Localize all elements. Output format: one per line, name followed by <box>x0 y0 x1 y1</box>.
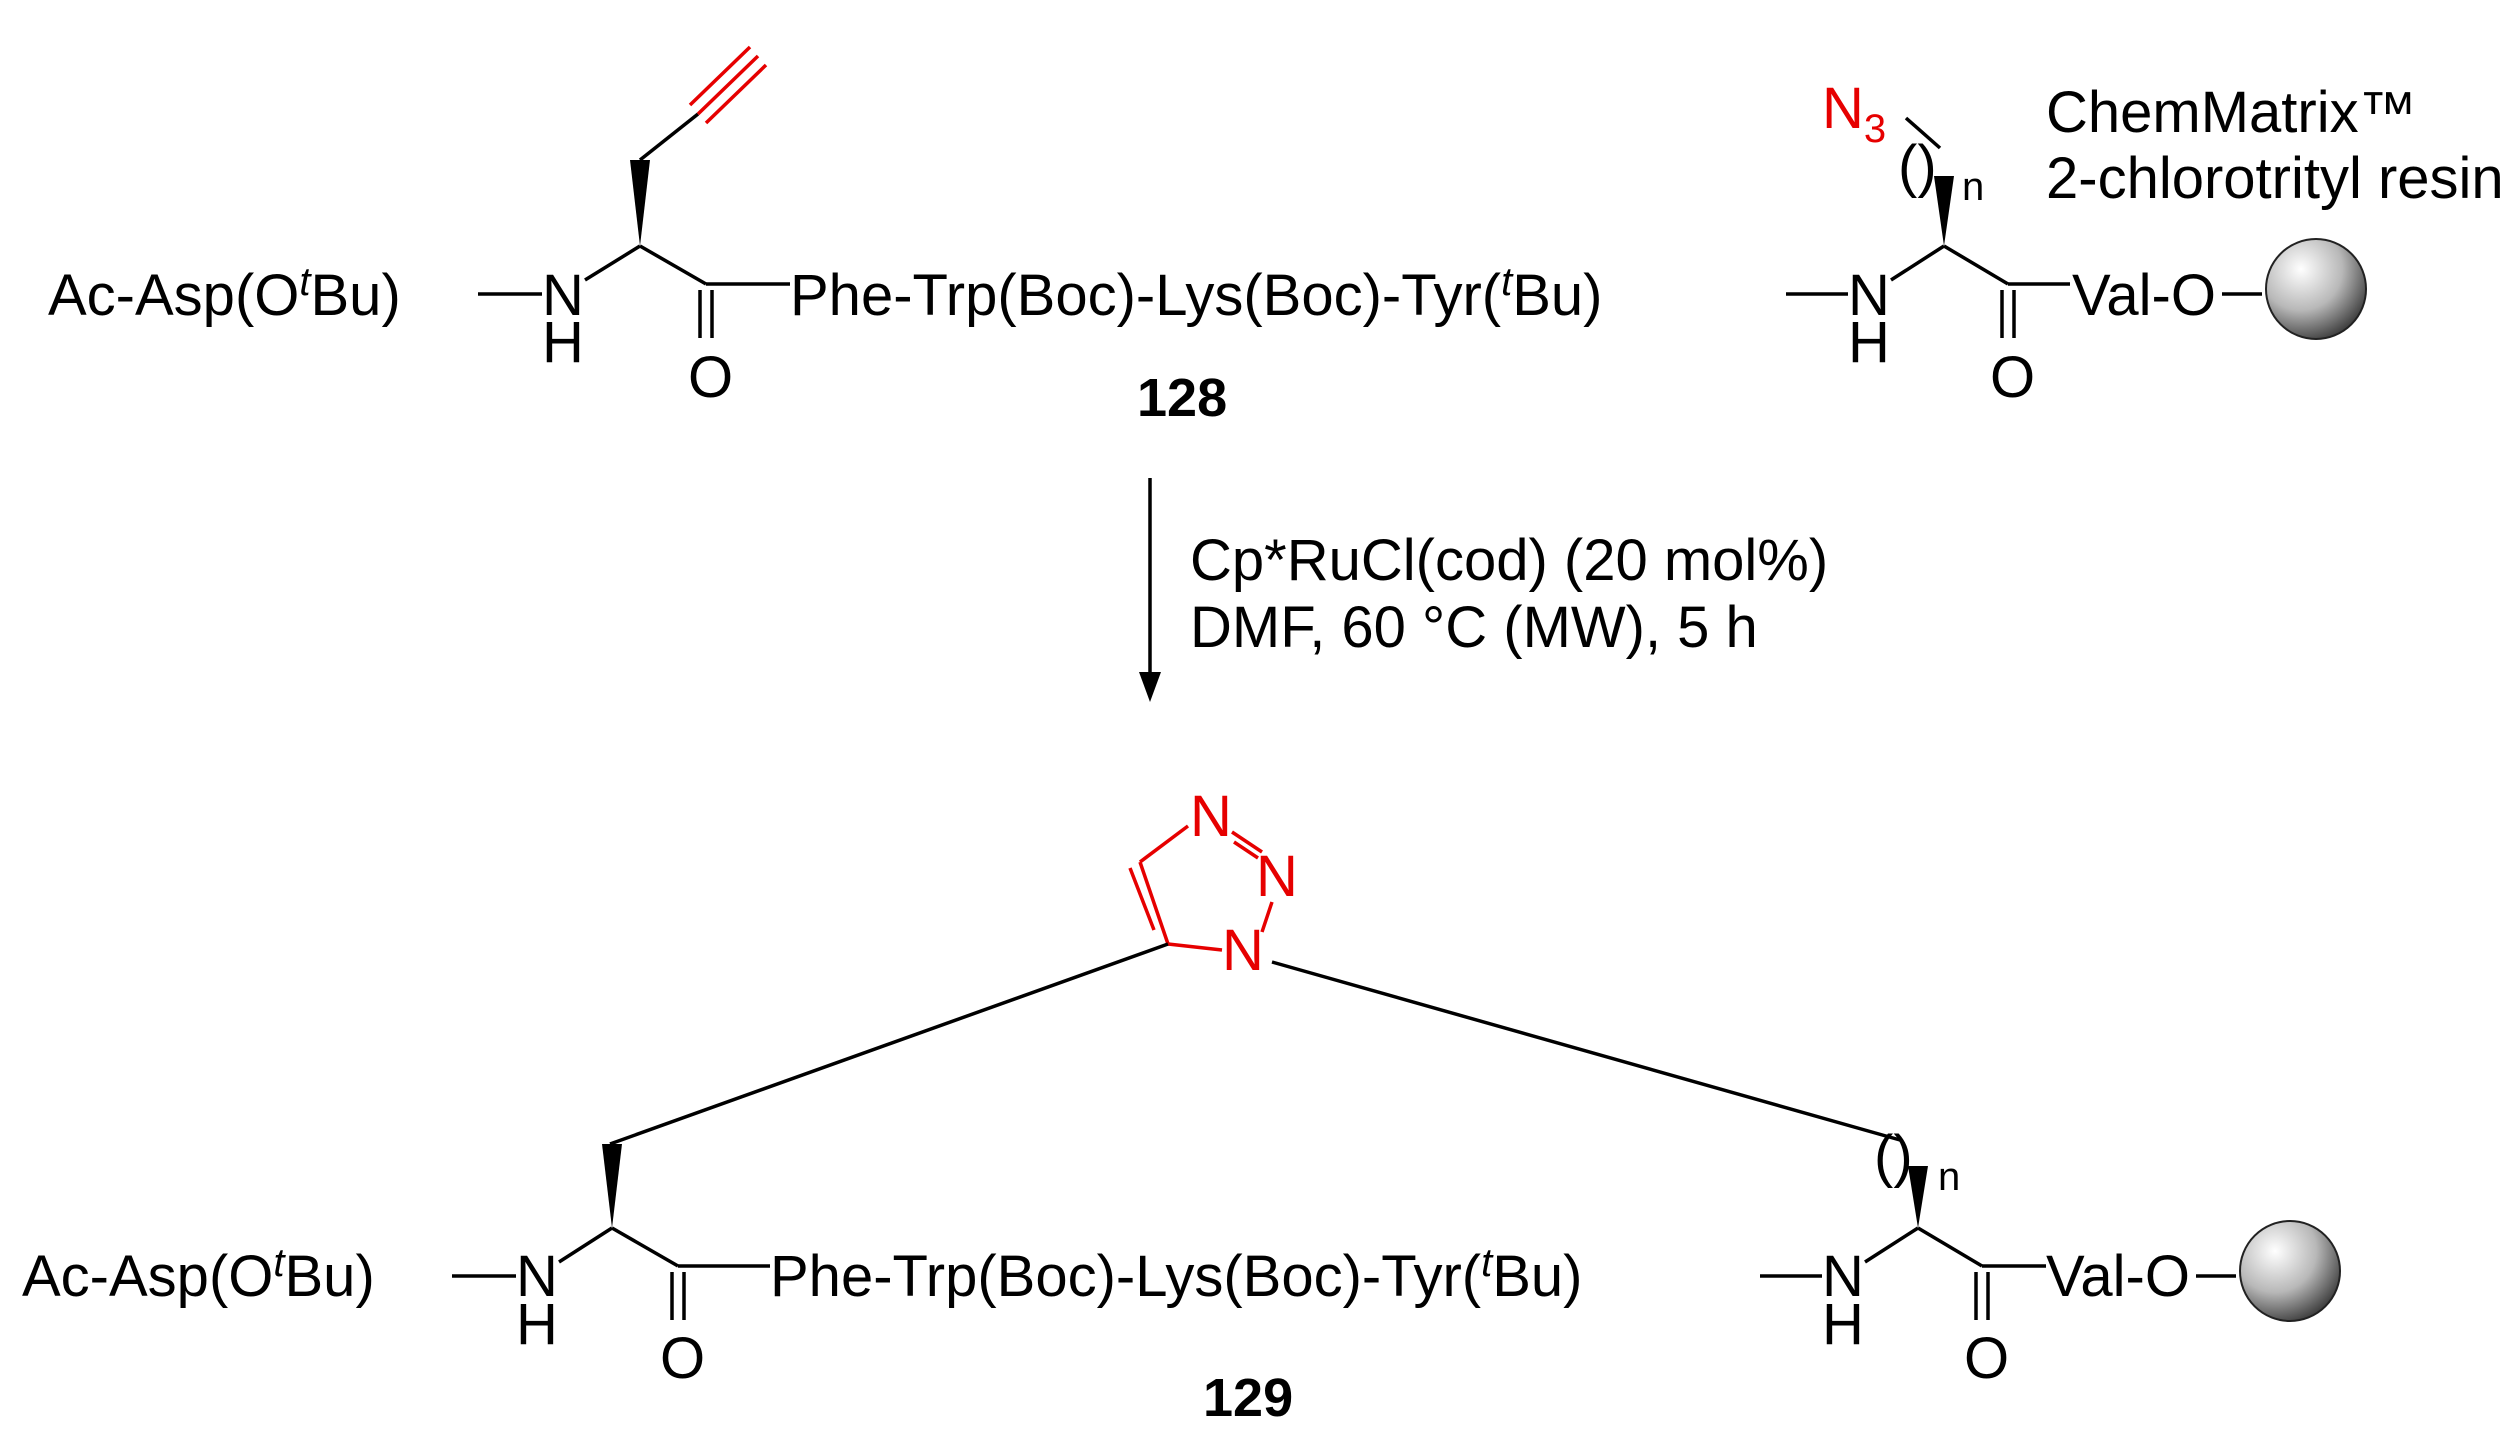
compound-number-129: 129 <box>1203 1368 1293 1428</box>
azide-label: N3 <box>1822 76 1886 151</box>
product-repeat-bracket: () <box>1874 1124 1913 1189</box>
triazole-n2: N <box>1256 844 1298 909</box>
bond <box>1890 244 1945 282</box>
product-129: N N N Ac-Asp(OtBu) N H O Phe-Trp(Boc)-Ly… <box>22 784 2341 1428</box>
wedge-bond <box>602 1144 622 1228</box>
reactant-128: Ac-Asp(OtBu) N H O Phe-Trp(Boc)-Lys(Boc)… <box>48 45 2504 428</box>
product-carbonyl2-o: O <box>1964 1326 2009 1391</box>
reactant-c-terminal: Val-O <box>2072 263 2216 328</box>
resin-bead <box>2265 238 2367 340</box>
product-nh2-n: N <box>1822 1244 1864 1309</box>
triazole-n3: N <box>1222 918 1264 983</box>
product-n-terminal: Ac-Asp(OtBu) <box>22 1241 375 1309</box>
bond <box>1917 1226 1983 1268</box>
reactant-peptide-chain: Phe-Trp(Boc)-Lys(Boc)-Tyr(tBu) <box>790 260 1603 328</box>
product-carbonyl-o: O <box>660 1326 705 1391</box>
product-nh2-h: H <box>1822 1292 1864 1357</box>
reactant-carbonyl-o: O <box>688 345 733 410</box>
alkyne-bond <box>688 45 752 107</box>
product-c-terminal: Val-O <box>2046 1244 2190 1309</box>
reactant-nh-h: H <box>542 310 584 375</box>
bond <box>639 244 707 286</box>
conditions-line2: DMF, 60 °C (MW), 5 h <box>1190 595 1758 660</box>
triazole-bond <box>1128 867 1156 931</box>
bond <box>1864 1226 1919 1264</box>
repeat-subscript: n <box>1962 165 1984 209</box>
resin-line1: ChemMatrix™ <box>2046 80 2417 145</box>
bond <box>638 112 700 162</box>
product-repeat-subscript: n <box>1938 1155 1960 1199</box>
reactant-n-terminal: Ac-Asp(OtBu) <box>48 260 401 328</box>
alkyne-bond <box>704 63 768 125</box>
reactant-nh2-n: N <box>1848 263 1890 328</box>
bond <box>611 1226 679 1268</box>
triazole-bond <box>1231 830 1263 854</box>
product-nh-n: N <box>516 1244 558 1309</box>
reactant-nh-n: N <box>542 263 584 328</box>
conditions-line1: Cp*RuCl(cod) (20 mol%) <box>1190 528 1828 593</box>
bond <box>1904 116 1942 150</box>
bond <box>1943 244 2009 286</box>
triazole-n1: N <box>1190 784 1232 849</box>
triazole-bond <box>1233 840 1259 860</box>
compound-number-128: 128 <box>1137 368 1227 428</box>
triazole-bond <box>1167 942 1223 952</box>
repeat-bracket: () <box>1898 134 1937 199</box>
bond <box>609 942 1169 1146</box>
product-nh-h: H <box>516 1292 558 1357</box>
bond <box>584 244 641 282</box>
wedge-bond <box>630 160 650 246</box>
alkyne-bond <box>696 54 760 116</box>
arrowhead <box>1139 672 1161 702</box>
wedge-bond <box>1908 1166 1928 1228</box>
resin-bead <box>2239 1220 2341 1322</box>
reaction-arrow <box>1139 478 1161 702</box>
bond <box>558 1226 613 1264</box>
reactant-carbonyl2-o: O <box>1990 345 2035 410</box>
triazole-bond <box>1138 824 1190 864</box>
bond <box>1271 960 1901 1142</box>
product-peptide-chain: Phe-Trp(Boc)-Lys(Boc)-Tyr(tBu) <box>770 1241 1583 1309</box>
resin-line2: 2-chlorotrityl resin <box>2046 146 2504 211</box>
triazole-bond <box>1260 901 1274 933</box>
wedge-bond <box>1934 176 1954 246</box>
triazole-bond <box>1138 861 1170 945</box>
reactant-nh2-h: H <box>1848 310 1890 375</box>
